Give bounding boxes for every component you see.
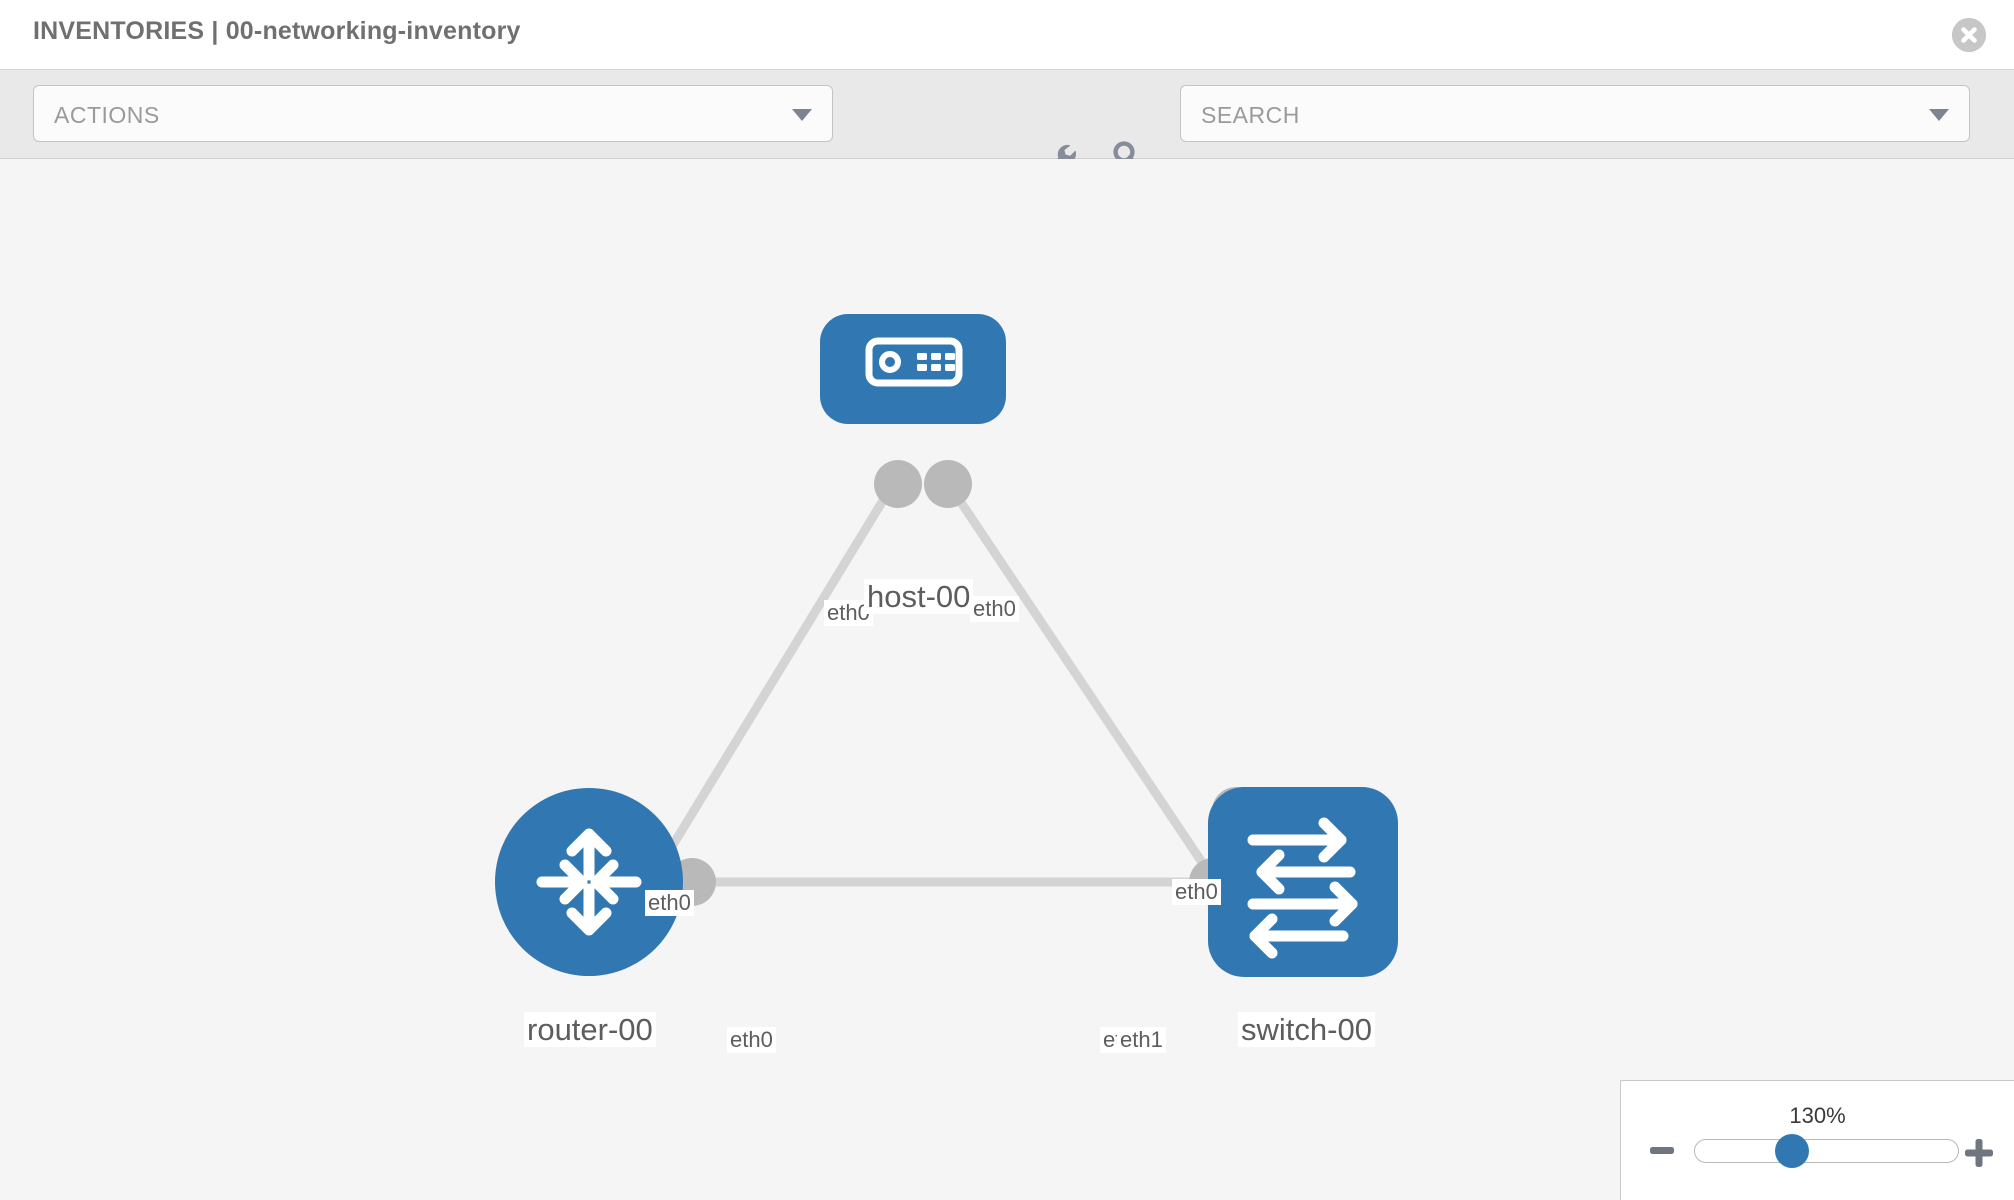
search-chevron-down-icon[interactable]	[1929, 109, 1949, 121]
chevron-down-icon	[792, 109, 812, 121]
interface-label: eth0	[1172, 879, 1221, 905]
link-host-router	[636, 486, 894, 902]
actions-dropdown-label: ACTIONS	[54, 102, 160, 128]
interface-label: eth0	[645, 890, 694, 916]
router-icon	[536, 828, 642, 936]
actions-dropdown[interactable]: ACTIONS	[33, 85, 833, 142]
node-label-router: router-00	[524, 1012, 656, 1047]
node-label-host: host-00	[864, 579, 974, 614]
node-switch-00[interactable]	[1208, 787, 1398, 977]
node-router-00[interactable]	[495, 788, 683, 976]
zoom-slider-track[interactable]	[1694, 1139, 1959, 1163]
topology-canvas[interactable]: eth0 eth0 eth0 eth0 eth0 eth0 eth1 host-…	[0, 159, 2014, 1200]
close-icon[interactable]	[1952, 18, 1986, 52]
page-header: INVENTORIES | 00-networking-inventory	[0, 0, 2014, 70]
node-label-switch: switch-00	[1238, 1012, 1375, 1047]
node-host-00[interactable]	[820, 314, 1006, 424]
switch-icon	[1247, 817, 1358, 959]
page-title: INVENTORIES | 00-networking-inventory	[33, 17, 521, 45]
toolbar: ACTIONS SEARCH	[0, 70, 2014, 174]
interface-label: eth1	[1117, 1027, 1166, 1053]
zoom-level-readout: 130%	[1789, 1103, 1846, 1128]
connector-host-right	[924, 460, 972, 508]
interface-label: eth0	[727, 1027, 776, 1053]
search-input[interactable]: SEARCH	[1180, 85, 1970, 142]
host-icon	[865, 337, 963, 387]
search-placeholder: SEARCH	[1201, 102, 1300, 128]
connector-host-left	[874, 460, 922, 508]
zoom-in-button[interactable]	[1964, 1138, 1994, 1168]
link-host-switch	[948, 486, 1244, 922]
connector-handles	[668, 460, 1260, 906]
topology-graph	[495, 314, 1398, 977]
zoom-slider-thumb[interactable]	[1775, 1134, 1809, 1168]
zoom-out-button[interactable]	[1649, 1138, 1675, 1164]
interface-label: eth0	[970, 596, 1019, 622]
zoom-control-panel: 130%	[1620, 1080, 2014, 1200]
